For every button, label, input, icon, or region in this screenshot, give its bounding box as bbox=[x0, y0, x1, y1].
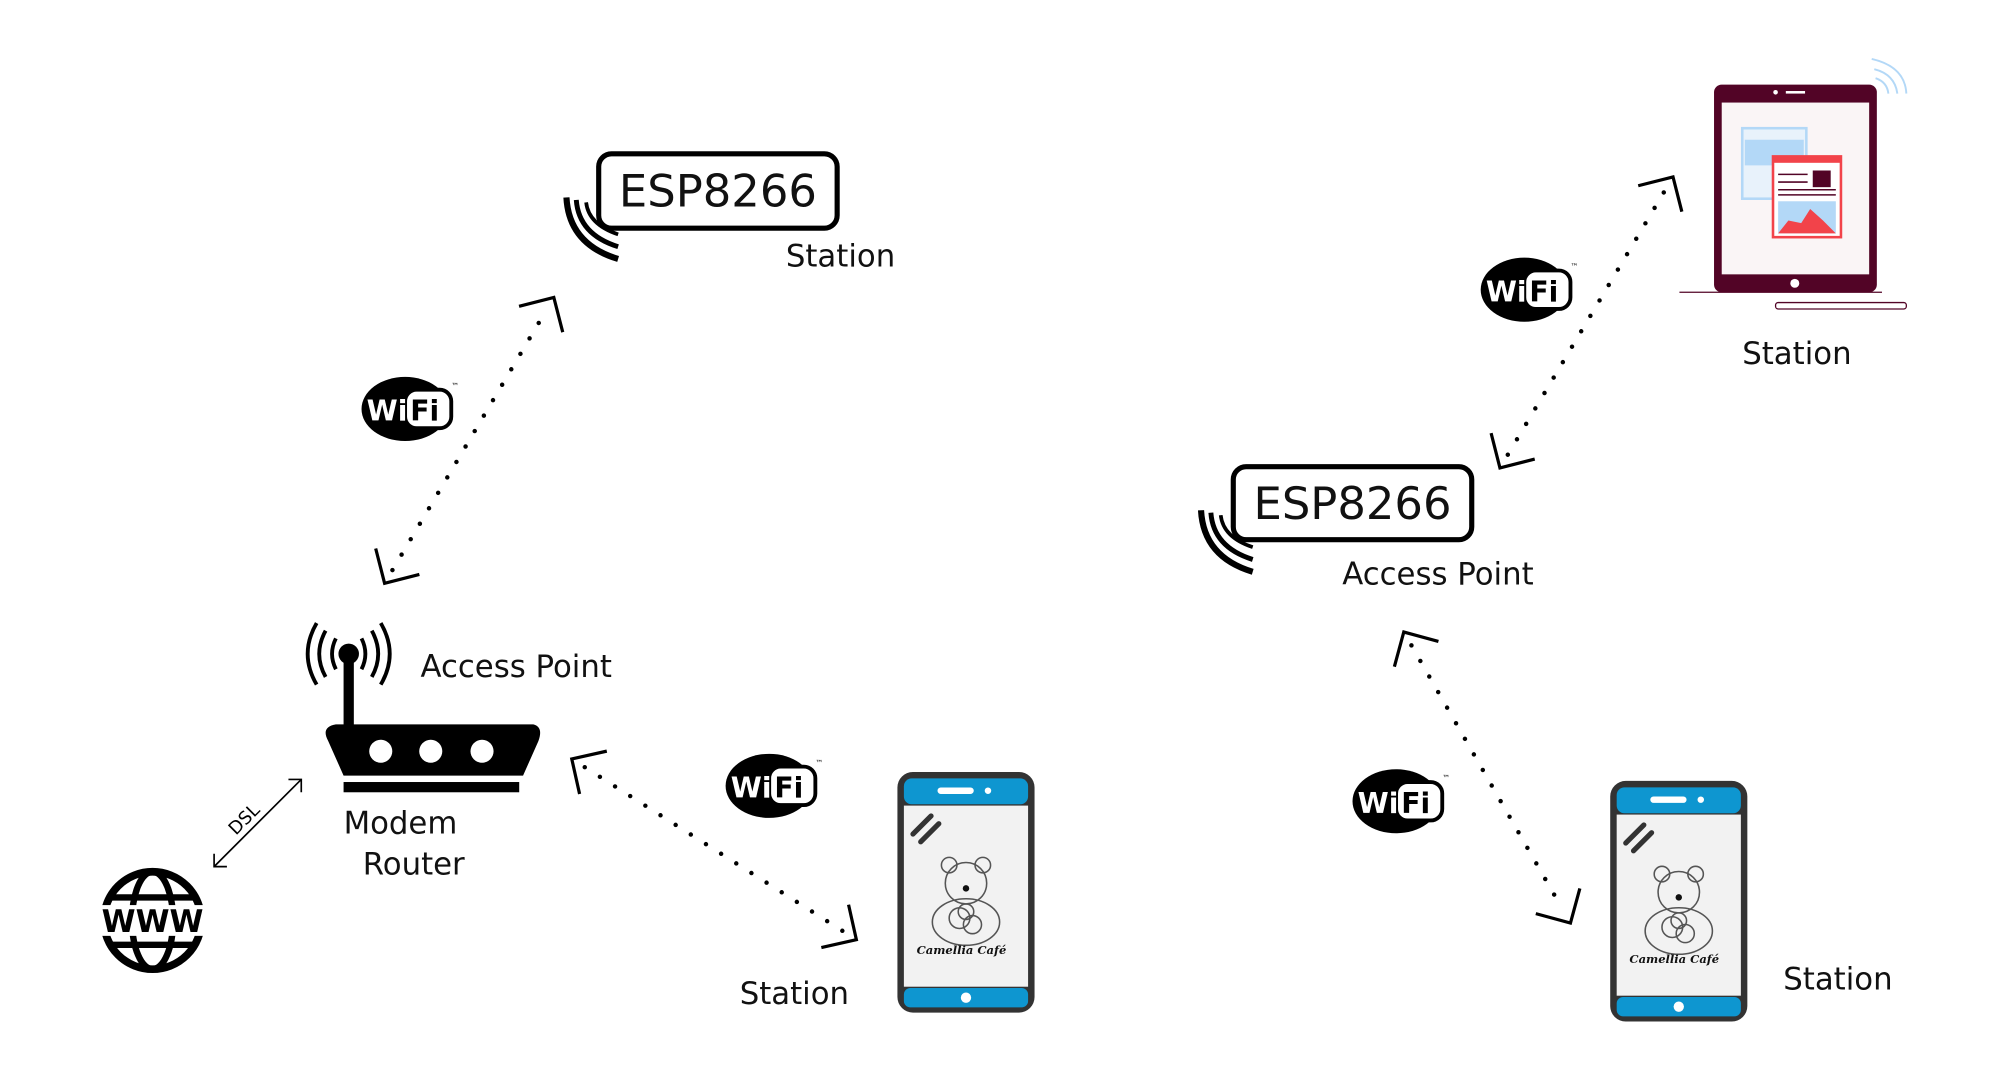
globe-icon: WWW bbox=[97, 867, 208, 974]
esp8266-chip-box bbox=[596, 151, 840, 231]
arrowhead bbox=[1535, 887, 1582, 926]
wifi-logo-icon bbox=[1478, 256, 1581, 324]
www-label: WWW bbox=[102, 904, 204, 940]
dotted-wifi-link bbox=[390, 308, 549, 573]
smartphone-icon bbox=[897, 772, 1034, 1013]
phone-screen-brand-right: Camellia Café bbox=[1629, 952, 1719, 966]
arrowhead bbox=[1392, 630, 1439, 668]
dsl-link: DSL bbox=[213, 778, 303, 868]
tablet-station bbox=[1679, 58, 1908, 310]
esp8266-role-label: Access Point bbox=[1342, 557, 1533, 593]
esp8266-chip-label: ESP8266 bbox=[1253, 477, 1451, 530]
smartphone-icon bbox=[1610, 781, 1747, 1022]
arrowhead bbox=[569, 749, 608, 795]
wifi-link-arrows bbox=[374, 174, 1684, 950]
wireless-waves-icon bbox=[1871, 58, 1908, 94]
phone-role-label-left: Station bbox=[740, 976, 849, 1012]
wifi-logo-icon bbox=[723, 752, 825, 820]
router-role-label: Access Point bbox=[420, 649, 611, 685]
esp8266-chip-box bbox=[1230, 464, 1475, 543]
phone-screen-brand-left: Camellia Café bbox=[917, 943, 1007, 957]
router-name-line2: Router bbox=[363, 846, 465, 882]
dotted-wifi-link bbox=[1505, 187, 1668, 457]
arrowhead bbox=[518, 295, 565, 333]
arrowhead bbox=[820, 904, 859, 950]
tablet-role-label: Station bbox=[1742, 336, 1851, 372]
esp8266-station-module: ESP8266 Station bbox=[566, 151, 895, 275]
wifi-logo-icon bbox=[359, 375, 461, 443]
esp8266-access-point-module: ESP8266 Access Point bbox=[1201, 464, 1534, 593]
phone-role-label-right: Station bbox=[1783, 962, 1892, 998]
smartphone-station-right: Camellia Café bbox=[1610, 781, 1747, 1022]
antenna-signal-icon bbox=[305, 622, 392, 686]
smartphone-station-left: Camellia Café bbox=[897, 772, 1034, 1013]
router-name-line1: Modem bbox=[344, 805, 458, 841]
arrowhead bbox=[1637, 174, 1684, 213]
modem-router: Access Point Modem Router bbox=[305, 622, 612, 882]
dotted-wifi-link bbox=[1409, 643, 1566, 912]
esp8266-role-label: Station bbox=[786, 239, 895, 275]
wifi-logo-icon bbox=[1350, 767, 1452, 835]
arrowhead bbox=[374, 548, 420, 586]
arrowhead bbox=[1489, 432, 1536, 470]
dsl-label: DSL bbox=[225, 800, 265, 840]
esp8266-chip-label: ESP8266 bbox=[619, 164, 817, 217]
